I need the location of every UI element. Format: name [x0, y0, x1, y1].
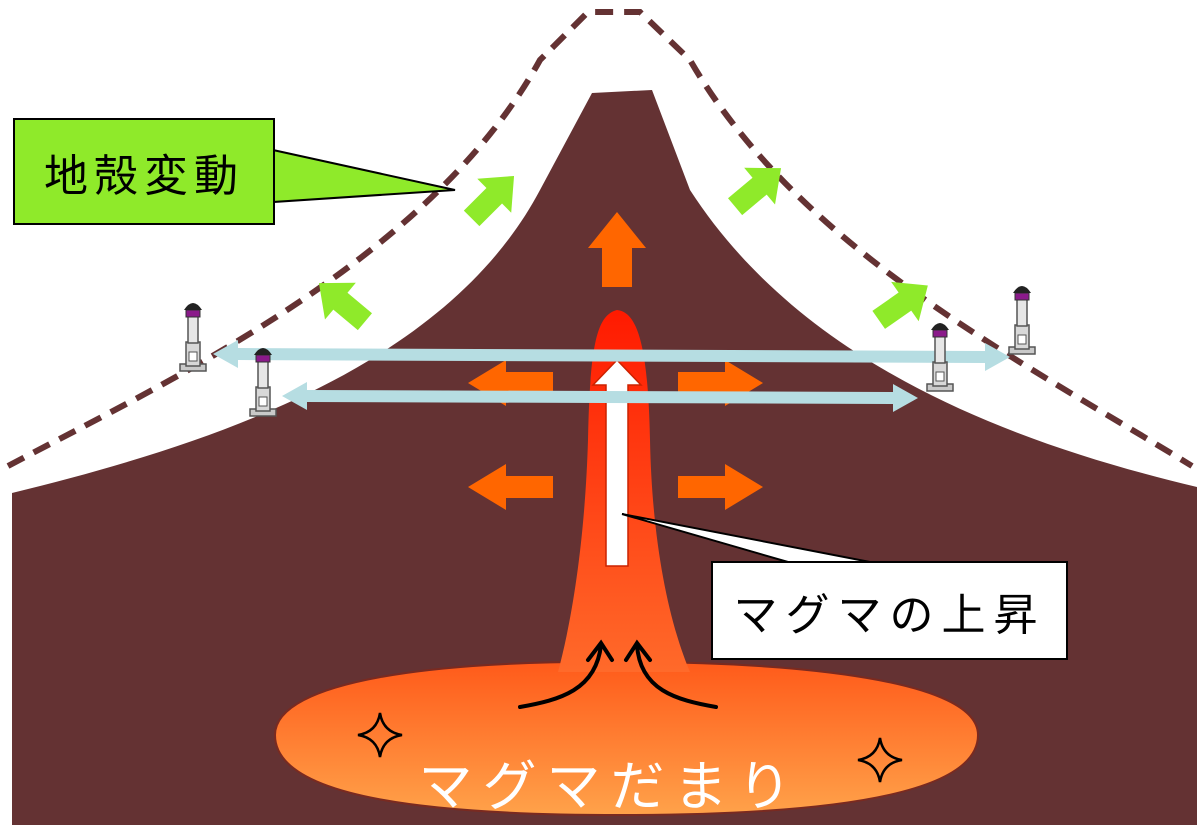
baseline-arrows: [213, 340, 1010, 412]
crust-deformation-label: 地殻変動: [13, 118, 275, 225]
baseline-arrow-upper: [213, 340, 1010, 371]
flow-arrows: [518, 639, 718, 709]
deformation-arrows: [318, 167, 928, 331]
deformation-arrow-upper-left: [463, 175, 515, 227]
flow-arrow-left-head: [586, 639, 614, 662]
deformation-arrow-lower-left: [318, 282, 372, 331]
pressure-arrow-up: [588, 212, 646, 287]
flow-arrow-right-head: [624, 639, 652, 662]
deformation-arrow-lower-right: [872, 281, 928, 329]
magma-chamber: [273, 660, 980, 817]
flow-arrow-left: [518, 643, 603, 709]
gnss-station-icon: [1008, 285, 1036, 355]
deformation-arrow-upper-right: [728, 167, 782, 216]
flow-arrow-right: [635, 643, 718, 709]
pressure-arrow-left-lower: [468, 464, 553, 510]
magma-rise-arrow: [591, 358, 643, 567]
magma-chamber-label: マグマだまり: [418, 754, 802, 818]
magma-rise-label: マグマの上昇: [711, 561, 1068, 660]
crust-callout-pointer: [272, 148, 456, 204]
pressure-arrow-right-lower: [678, 464, 763, 510]
baseline-arrow-lower: [282, 382, 918, 412]
